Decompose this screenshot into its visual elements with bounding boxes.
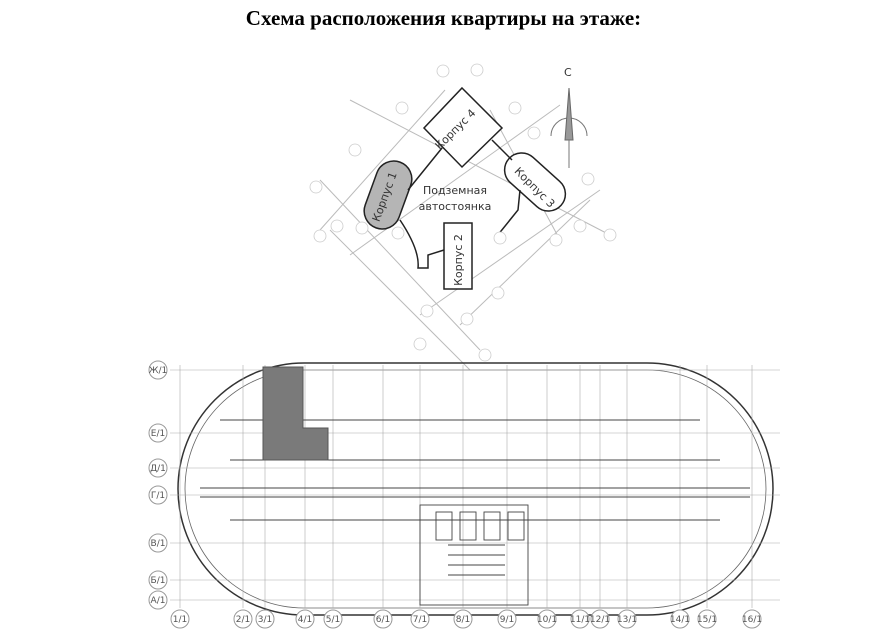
- column-axis-marker: [590, 609, 610, 629]
- site-axis-markers: [309, 63, 617, 362]
- column-axis-label: 12/1: [590, 615, 610, 625]
- page-title: Схема расположения квартиры на этаже:: [245, 6, 642, 30]
- column-axis-marker: [373, 609, 393, 629]
- column-axis-marker: [742, 609, 762, 629]
- column-axis-label: 10/1: [537, 615, 557, 625]
- column-axis-label: 3/1: [258, 615, 272, 625]
- column-axis-marker: [537, 609, 557, 629]
- north-arrow-icon: С: [550, 66, 588, 168]
- row-axis-label: В/1: [151, 539, 166, 549]
- row-axis-label: Б/1: [151, 576, 166, 586]
- row-axis-marker: [148, 570, 168, 590]
- column-axis-marker: [295, 609, 315, 629]
- building-2-label: Корпус 2: [452, 234, 465, 286]
- north-label: С: [564, 66, 572, 79]
- row-axis-marker: [148, 360, 168, 380]
- column-axis-marker: [670, 609, 690, 629]
- building-2: [443, 222, 473, 290]
- row-axis-label: Г/1: [151, 491, 165, 501]
- row-axis-label: А/1: [151, 596, 166, 606]
- column-axis-label: 7/1: [413, 615, 427, 625]
- row-axis-marker: [148, 423, 168, 443]
- row-axis-label: Д/1: [150, 464, 166, 474]
- column-axis-marker: [617, 609, 637, 629]
- column-axis-marker: [255, 609, 275, 629]
- building-1: [363, 160, 413, 230]
- building-3: [503, 152, 567, 212]
- column-axis-label: 16/1: [742, 615, 762, 625]
- column-axis-label: 1/1: [173, 615, 187, 625]
- column-axis-label: 14/1: [670, 615, 690, 625]
- parking-label-2: автостоянка: [419, 200, 492, 213]
- column-axis-marker: [453, 609, 473, 629]
- column-axis-marker: [570, 609, 590, 629]
- column-axis-marker: [697, 609, 717, 629]
- highlighted-apartment: [262, 366, 329, 461]
- row-axis-marker: [148, 590, 168, 610]
- column-axis-label: 8/1: [456, 615, 470, 625]
- row-axis-marker: [148, 458, 168, 478]
- row-axis-label: Ж/1: [149, 366, 167, 376]
- column-axis-label: 11/1: [570, 615, 590, 625]
- row-axis-marker: [148, 485, 168, 505]
- column-axis-marker: [233, 609, 253, 629]
- column-axis-marker: [323, 609, 343, 629]
- column-axis-label: 15/1: [697, 615, 717, 625]
- column-axis-label: 5/1: [326, 615, 340, 625]
- column-axis-label: 9/1: [500, 615, 514, 625]
- building-4: [422, 86, 504, 169]
- parking-label-1: Подземная: [423, 184, 487, 197]
- column-axis-marker: [497, 609, 517, 629]
- column-axis-label: 4/1: [298, 615, 312, 625]
- row-axis-label: Е/1: [151, 429, 165, 439]
- column-axis-label: 6/1: [376, 615, 390, 625]
- column-axis-marker: [170, 609, 190, 629]
- column-axis-label: 13/1: [617, 615, 637, 625]
- row-axis-marker: [148, 533, 168, 553]
- column-axis-marker: [410, 609, 430, 629]
- column-axis-label: 2/1: [236, 615, 250, 625]
